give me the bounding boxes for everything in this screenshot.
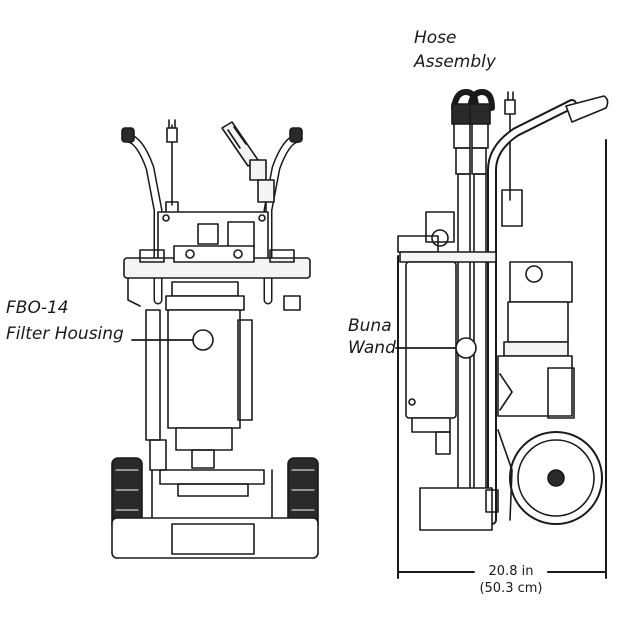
side-hose-assembly	[451, 89, 495, 175]
side-view	[395, 89, 609, 579]
side-motor	[497, 261, 575, 419]
dimension-metric: (50.3 cm)	[476, 580, 546, 597]
side-base-box	[419, 487, 499, 531]
side-manifold	[397, 189, 523, 263]
buna-wand-marker	[455, 337, 477, 359]
filter-housing-label-line1: FBO-14	[6, 298, 69, 318]
buna-wand-label-line2: Wand	[348, 338, 396, 358]
front-base	[111, 517, 319, 559]
front-side-pipes	[145, 309, 253, 471]
front-filter-housing	[165, 281, 245, 469]
front-power-cord	[165, 119, 179, 217]
filter-housing-label-line2: Filter Housing	[6, 324, 124, 344]
hose-assembly-label-line2: Assembly	[414, 52, 496, 72]
front-frame	[151, 469, 273, 521]
side-handle	[487, 95, 609, 525]
dimension-imperial: 20.8 in	[476, 563, 546, 580]
side-filter-housing	[405, 261, 457, 455]
side-wheel	[497, 429, 603, 525]
side-power-cord	[504, 91, 516, 201]
hose-assembly-label-line1: Hose	[414, 28, 457, 48]
front-handles	[121, 127, 303, 305]
buna-wand-label-line1: Buna	[348, 316, 392, 336]
side-vertical-pipes	[457, 173, 487, 495]
front-manifold	[123, 245, 311, 311]
front-wheels	[111, 457, 319, 531]
front-view	[111, 119, 319, 559]
